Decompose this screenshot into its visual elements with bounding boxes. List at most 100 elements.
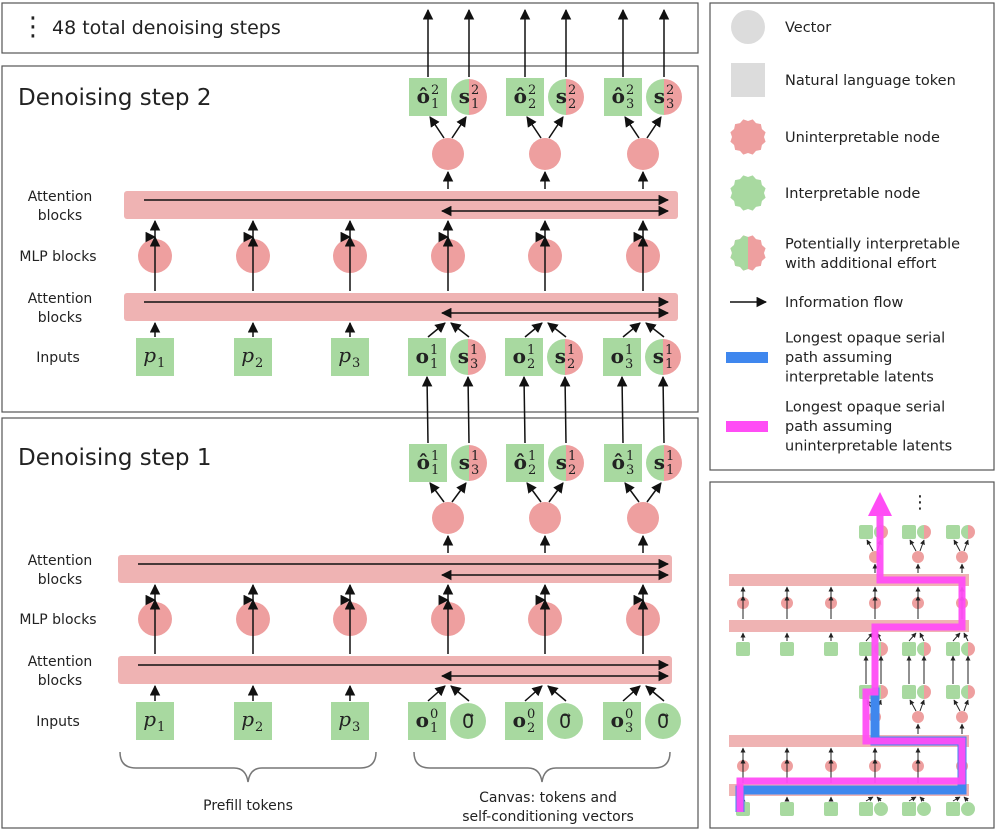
step2-prefill-token-3 xyxy=(331,338,369,376)
step1-outputs-2-vector-right xyxy=(566,445,584,481)
step1-canvas_inputs-1-token xyxy=(408,702,446,740)
step2-arrow-output-token-1 xyxy=(429,116,445,139)
step-connections xyxy=(421,8,670,444)
mini-step2-arrow-ot-6 xyxy=(953,539,961,552)
step1-canvas_inputs-1-vector-label: 0⃗ xyxy=(462,711,474,733)
step2-outputs-3-vector-left xyxy=(646,79,664,115)
step1-arrow-canvas-token-3 xyxy=(622,685,641,702)
step1-arrow-canvas-vector-2 xyxy=(547,685,567,702)
legend-label-5-1: Potentially interpretable xyxy=(785,236,960,252)
step1-outputs-1-vector xyxy=(451,445,487,481)
mini-step1-out-vector-6-left xyxy=(961,685,968,699)
step2-outputs-3-token-sup: 2 xyxy=(626,83,634,98)
step1-prefill-sub-2: 2 xyxy=(255,720,263,735)
step2-outputs-3-vector-sup: 2 xyxy=(666,83,674,98)
step2-canvas_inputs-1-vector-sup: 1 xyxy=(470,343,478,358)
step1-prefill-base-3: p xyxy=(338,707,351,731)
step2-outputs-2-vector-right xyxy=(566,79,584,115)
step1-outputs-1-vector-sup: 1 xyxy=(471,449,479,464)
legend-label-2-1: Natural language token xyxy=(785,73,956,89)
step2-canvas_inputs-3-vector-base: s xyxy=(653,344,664,368)
legend-item-2: Natural language token xyxy=(731,63,956,97)
step1-prefill-token-2 xyxy=(234,702,272,740)
mini-step2-input-token-2 xyxy=(780,642,794,656)
step2-outputs-2-token xyxy=(506,78,544,116)
prefill-brace: Prefill tokens xyxy=(119,751,377,814)
step2-outputs-1-vector-base: s xyxy=(459,84,470,108)
mini-step2-canvas-token-6 xyxy=(946,642,960,656)
mini-step1-arrow-in-v-6 xyxy=(963,796,969,802)
step2-outputs-2-token-sub: 2 xyxy=(528,97,536,112)
step1-outputs-3-token-sup: 1 xyxy=(626,449,634,464)
step2-canvas_inputs-1-vector-base: s xyxy=(458,344,469,368)
step1-canvas_inputs-2-vector-label: 0⃗ xyxy=(559,711,571,733)
step2-attention-bar-top xyxy=(124,191,678,219)
step1-outputs-3-vector-right xyxy=(664,445,682,481)
legend-label-3-1: Uninterpretable node xyxy=(785,130,940,146)
mini-step2-canvas-vector-6 xyxy=(961,642,975,656)
step1-label-attention-top-2: blocks xyxy=(38,572,82,588)
mini-step2-arrow-in-v-6 xyxy=(963,632,969,642)
step2-canvas_inputs-2-vector-left xyxy=(547,339,565,375)
step1-canvas_inputs-1-vector-base: 0⃗ xyxy=(462,711,474,733)
step2-canvas_inputs-2-vector-sub: 2 xyxy=(567,357,575,372)
step1-outputs-2-vector-left xyxy=(548,445,566,481)
mini-step1-arrow-ot-5 xyxy=(909,699,917,712)
mini-step1-arrow-in-t-6 xyxy=(952,796,961,802)
step2-outputs-2-vector xyxy=(548,79,584,115)
step1-title: Denoising step 1 xyxy=(18,445,211,471)
step1-canvas_inputs-2-token xyxy=(505,702,543,740)
step2-prefill-sub-3: 3 xyxy=(352,356,360,371)
uninterpretable-node-icon xyxy=(730,119,766,155)
step2-prefill-base-1: p xyxy=(143,343,156,367)
mini-step1-out-token-6 xyxy=(946,685,960,699)
mini-step2-out-node-6 xyxy=(956,551,968,563)
step2-outputs-1-vector-sub: 1 xyxy=(471,97,479,112)
step2-prefill-token-1 xyxy=(136,338,174,376)
step1-outputs-2-token xyxy=(506,444,544,482)
step1-attention-bar-top xyxy=(118,555,672,583)
step1-outputs-1-vector-sub: 3 xyxy=(471,463,479,478)
step1-outputs-3-vector-base: s xyxy=(654,450,665,474)
step2-outputs-3-token-sub: 3 xyxy=(626,97,634,112)
step2-outputs-3-vector-right xyxy=(664,79,682,115)
step1-canvas_inputs-3-token-sub: 3 xyxy=(625,721,633,736)
mini-dots: ⋮ xyxy=(911,492,929,513)
step1-canvas_inputs-1-token-base: o xyxy=(416,708,429,732)
step1-outputs-2-token-sup: 1 xyxy=(528,449,536,464)
step1-canvas_inputs-1-vector xyxy=(450,703,486,739)
step1-arrow-canvas-token-1 xyxy=(427,685,446,702)
token-square-icon xyxy=(731,63,765,97)
step2-arrow-output-vector-1 xyxy=(451,116,467,139)
step2-outputs-1-vector-left xyxy=(451,79,469,115)
step1-canvas_inputs-1-token-sup: 0 xyxy=(430,707,438,722)
step2-arrow-output-token-2 xyxy=(526,116,542,139)
mini-step1-canvas-token-4 xyxy=(859,802,873,816)
step2-canvas_inputs-2-vector xyxy=(547,339,583,375)
mini-step2-canvas-vector-6-right xyxy=(968,642,975,656)
mini-step2-out-vector-5-right xyxy=(924,525,931,539)
mini-step1-canvas-vector-4 xyxy=(874,802,888,816)
mini-step1-arrow-in-v-5 xyxy=(919,796,925,802)
step2-outputs-1-token-sub: 1 xyxy=(431,97,439,112)
step1-prefill-base-1: p xyxy=(143,707,156,731)
legend-label-8-1: Longest opaque serial xyxy=(785,400,945,416)
step1-output-node-2 xyxy=(529,502,561,534)
mini-step1-out-node-5 xyxy=(912,711,924,723)
step2-outputs-2-token-sup: 2 xyxy=(528,83,536,98)
step2-outputs-3-vector-base: s xyxy=(654,84,665,108)
step1-arrow-output-vector-1 xyxy=(451,482,467,503)
mini-step2-canvas-vector-4-right xyxy=(881,642,888,656)
mini-step2-canvas-vector-5-right xyxy=(924,642,931,656)
step1-outputs-2-vector-base: s xyxy=(556,450,567,474)
steps-header-dots: ⋮ xyxy=(20,12,46,42)
mini-step1-out-vector-5 xyxy=(917,685,931,699)
step2-output-node-2 xyxy=(529,138,561,170)
